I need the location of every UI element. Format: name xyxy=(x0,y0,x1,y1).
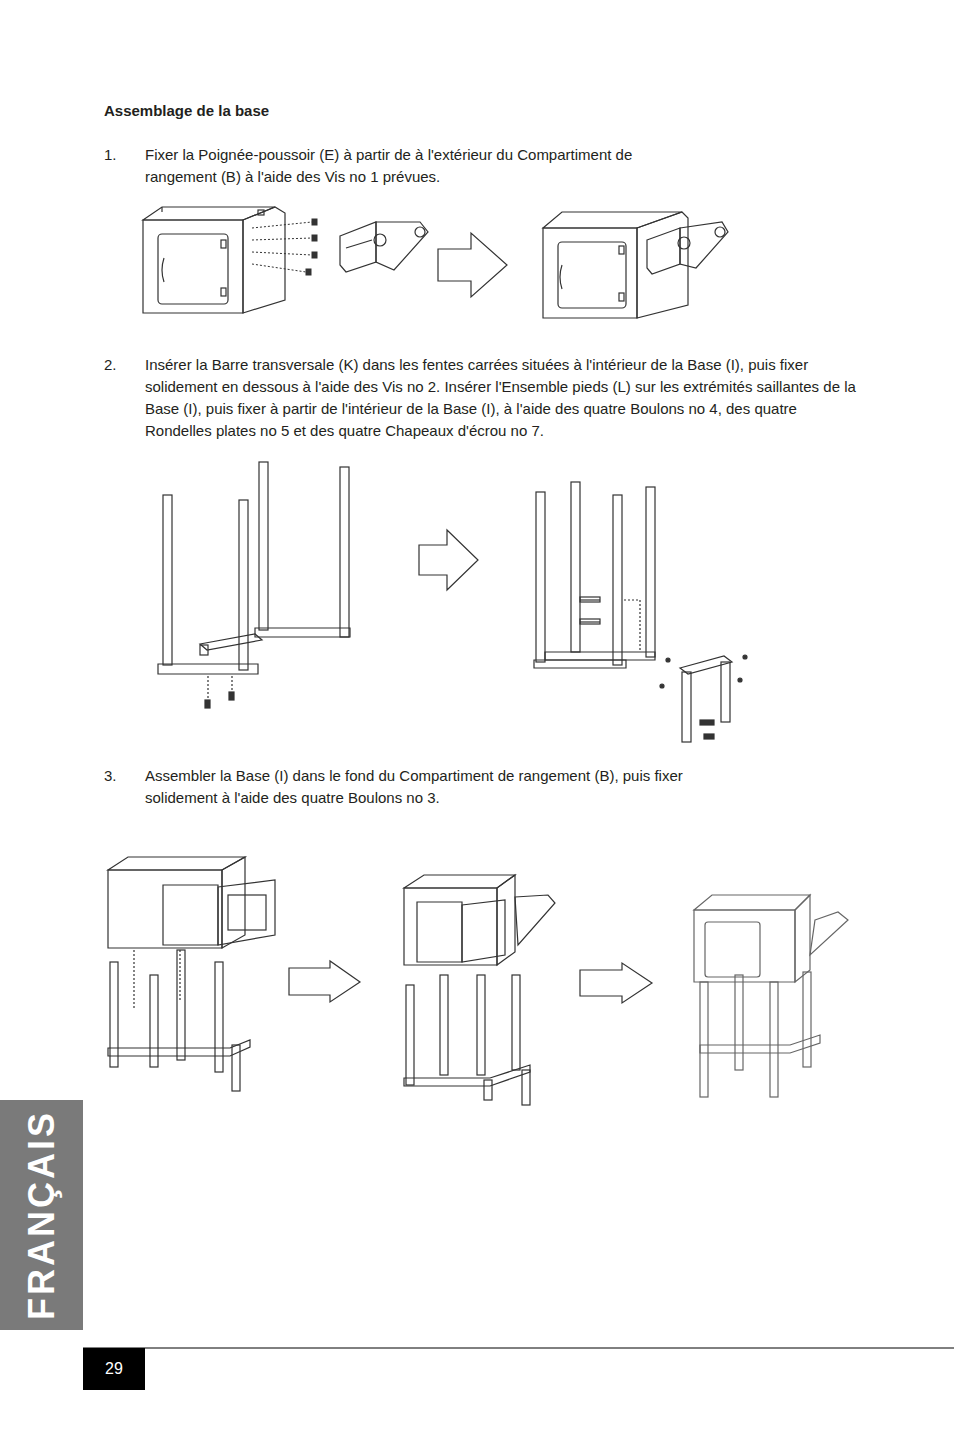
step-number: 2. xyxy=(104,354,134,376)
cabinet-figure xyxy=(694,895,848,1097)
step-number: 1. xyxy=(104,144,134,166)
base-frame xyxy=(158,462,350,708)
screws xyxy=(252,219,317,275)
arrow xyxy=(438,233,507,297)
cabinet-figure xyxy=(543,212,728,318)
language-label: FRANÇAIS xyxy=(21,1110,63,1320)
cabinet-figure xyxy=(143,207,285,313)
footer-rule xyxy=(83,1348,954,1349)
page-number-box: 29 xyxy=(83,1348,145,1390)
base-frame xyxy=(534,482,747,742)
cabinet-figure xyxy=(404,875,555,1105)
step-text: Assembler la Base (I) dans le fond du Co… xyxy=(145,765,690,809)
cabinet-figure xyxy=(108,857,275,1091)
step-text: Insérer la Barre transversale (K) dans l… xyxy=(145,354,865,442)
page-number: 29 xyxy=(83,1360,145,1378)
section-title: Assemblage de la base xyxy=(104,100,269,122)
push-handle xyxy=(340,222,428,272)
step-number: 3. xyxy=(104,765,134,787)
language-tab: FRANÇAIS xyxy=(0,1100,83,1330)
step-text: Fixer la Poignée-poussoir (E) à partir d… xyxy=(145,144,690,188)
arrow xyxy=(289,961,360,1002)
arrow xyxy=(580,963,652,1003)
arrow xyxy=(419,530,478,590)
